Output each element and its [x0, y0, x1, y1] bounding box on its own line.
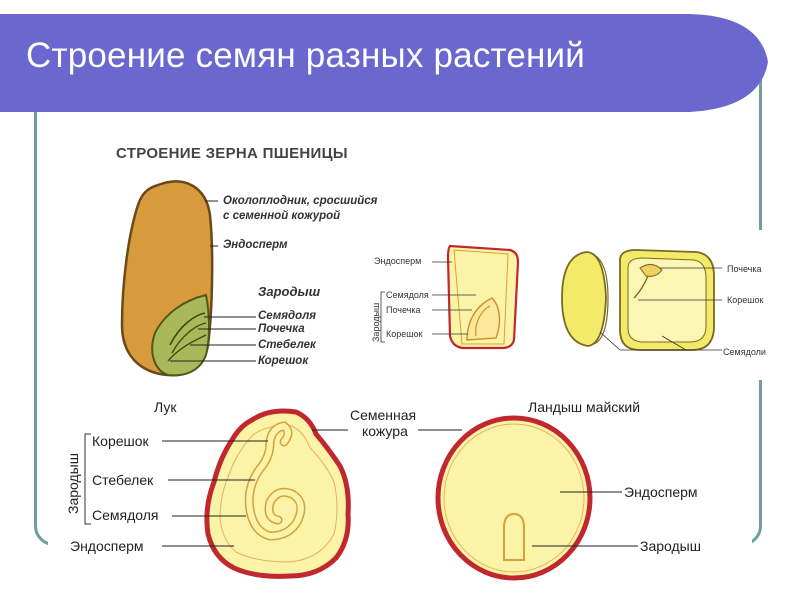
seed-coat-leaders [312, 429, 462, 431]
bean-right-cotyledons-label: Семядоли [723, 347, 766, 357]
lily-leader-lines [532, 491, 638, 547]
lily-embryo-label: Зародыш [640, 538, 701, 554]
bean-seed [446, 244, 520, 350]
title-banner [0, 14, 768, 112]
onion-leader-lines [162, 440, 268, 547]
wheat-pericarp-label-1: Околоплодник, сросшийся [223, 195, 378, 207]
bean-cotyledon-label: Семядоля [386, 290, 429, 300]
seed-coat-label-1: Семенная [350, 407, 417, 423]
wheat-root-label: Корешок [258, 355, 309, 367]
wheat-grain-diagram [120, 180, 256, 377]
wheat-stem-label: Стебелек [258, 339, 316, 351]
wheat-bud-label: Почечка [258, 323, 305, 335]
bean-right-root-label: Корешок [727, 295, 764, 305]
onion-name-label: Лук [154, 399, 177, 415]
wheat-endosperm-label: Эндосперм [223, 239, 288, 251]
onion-stem-label: Стебелек [92, 472, 154, 488]
bean-bud-label: Почечка [386, 305, 421, 315]
wheat-cotyledon-label: Семядоля [258, 310, 317, 322]
bean-root-label: Корешок [386, 329, 423, 339]
lily-seed [435, 415, 593, 581]
wheat-embryo [151, 293, 210, 377]
onion-cotyledon-label: Семядоля [92, 507, 159, 523]
onion-seed-diagram [204, 408, 351, 579]
lily-endosperm-label: Эндосперм [624, 484, 698, 500]
onion-root-label: Корешок [92, 433, 149, 449]
onion-endosperm-label: Эндосперм [70, 538, 144, 554]
seed-coat-label-2: кожура [362, 423, 408, 439]
wheat-heading: СТРОЕНИЕ ЗЕРНА ПШЕНИЦЫ [116, 145, 348, 162]
lily-embryo [503, 512, 525, 561]
wheat-embryo-label: Зародыш [258, 284, 321, 299]
onion-lily-panel [48, 380, 752, 592]
lily-seed-diagram [435, 415, 593, 581]
onion-embryo-bracket [84, 433, 91, 525]
bean-halves-diagram [561, 249, 722, 351]
bean-right-bud-label: Почечка [727, 264, 762, 274]
bean-section-diagram [432, 244, 520, 350]
bean-endosperm-label: Эндосперм [374, 256, 422, 266]
slide-title: Строение семян разных растений [26, 36, 586, 75]
bean-embryo-bracket [380, 291, 385, 343]
wheat-pericarp-label-2: с семенной кожурой [223, 210, 341, 222]
bean-cotyledon-left [561, 251, 607, 347]
lily-name-label: Ландыш майский [528, 399, 641, 415]
